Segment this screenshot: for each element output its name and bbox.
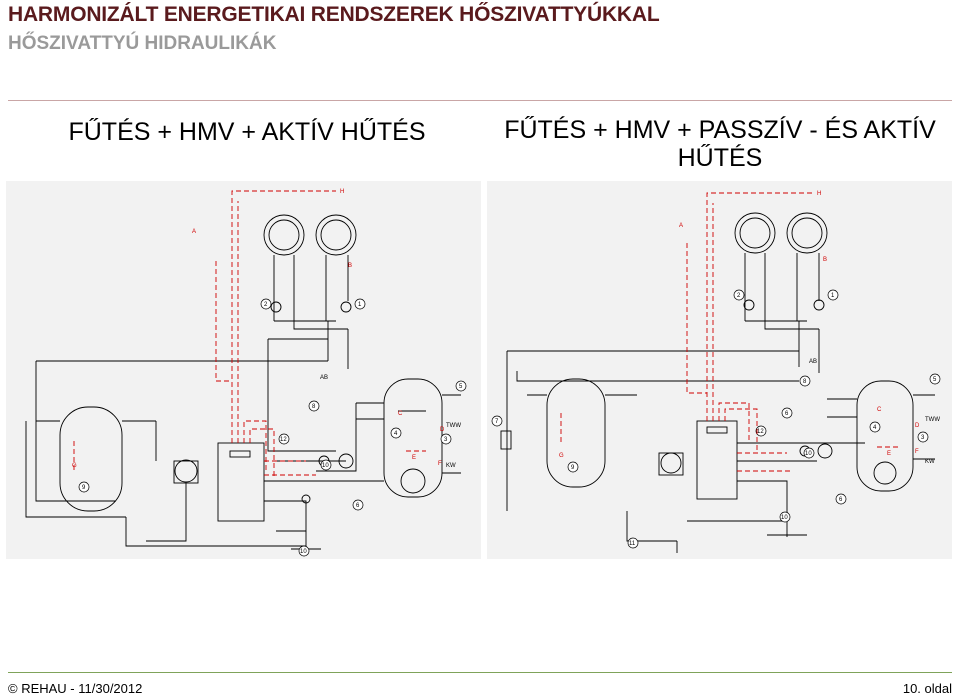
callout-9: 9 — [571, 465, 575, 471]
callout-4: 4 — [873, 425, 877, 431]
left-hydraulic-diagram: 2 1 3 4 5 6 9 8 10 12 10 H A B C D E F G… — [6, 181, 481, 559]
buffer-tank — [59, 406, 123, 512]
callout-5: 5 — [933, 377, 937, 383]
callout-10b: 10 — [781, 515, 788, 521]
callout-2: 2 — [264, 302, 268, 308]
label-E: E — [412, 455, 416, 461]
heat-pump-unit — [696, 420, 738, 500]
label-B: B — [348, 263, 352, 269]
footer-copyright: © REHAU - 11/30/2012 — [8, 681, 143, 696]
callout-11: 11 — [629, 541, 636, 547]
left-diagram-heading: FŰTÉS + HMV + AKTÍV HŰTÉS — [68, 118, 426, 146]
heating-loop-2 — [315, 214, 357, 256]
callout-12: 12 — [757, 429, 764, 435]
right-hydraulic-diagram: 2 1 3 4 5 6 7 9 8 10 12 10 11 6 H A B C … — [487, 181, 952, 559]
heating-loop-1 — [263, 214, 305, 256]
label-A: A — [192, 229, 196, 235]
label-D: D — [440, 427, 445, 433]
buffer-tank — [546, 378, 606, 488]
label-TWW: TWW — [925, 417, 940, 423]
callout-9: 9 — [82, 485, 86, 491]
callout-8: 8 — [312, 404, 316, 410]
dhw-tank — [383, 378, 443, 498]
callout-10b: 10 — [300, 549, 307, 555]
callout-1: 1 — [831, 293, 835, 299]
callout-2: 2 — [737, 293, 741, 299]
callout-10a: 10 — [322, 463, 329, 469]
left-schematic-svg: 2 1 3 4 5 6 9 8 10 12 10 H A B C D E F G… — [25, 189, 467, 557]
label-H: H — [340, 189, 344, 195]
right-diagram-heading: FŰTÉS + HMV + PASSZÍV - ÉS AKTÍV HŰTÉS — [504, 116, 936, 172]
label-AB: AB — [809, 359, 817, 365]
page-title: HARMONIZÁLT ENERGETIKAI RENDSZEREK HŐSZI… — [8, 3, 660, 26]
label-D: D — [915, 423, 920, 429]
callout-5: 5 — [459, 384, 463, 390]
label-G: G — [72, 463, 77, 469]
footer-divider — [8, 672, 952, 673]
dhw-tank — [856, 380, 914, 492]
label-F: F — [438, 461, 442, 467]
callout-4: 4 — [394, 431, 398, 437]
header-divider — [8, 100, 952, 101]
callout-10a: 10 — [805, 451, 812, 457]
callout-6: 6 — [839, 497, 843, 503]
callout-3: 3 — [444, 437, 448, 443]
callout-6b: 6 — [785, 411, 789, 417]
footer-page-number: 10. oldal — [902, 681, 952, 696]
label-H: H — [817, 191, 821, 197]
label-E: E — [887, 451, 891, 457]
label-KW: KW — [925, 459, 935, 465]
callout-8: 8 — [803, 379, 807, 385]
callout-7: 7 — [495, 419, 499, 425]
label-C: C — [877, 407, 882, 413]
label-G: G — [559, 453, 564, 459]
heating-loop-1 — [734, 212, 776, 254]
heat-pump-unit — [217, 442, 265, 522]
right-schematic-svg: 2 1 3 4 5 6 7 9 8 10 12 10 11 6 H A B C … — [491, 191, 941, 553]
label-C: C — [398, 411, 403, 417]
callout-6: 6 — [356, 503, 360, 509]
label-AB: AB — [320, 375, 328, 381]
callout-1: 1 — [358, 302, 362, 308]
label-TWW: TWW — [446, 423, 461, 429]
label-KW: KW — [446, 463, 456, 469]
callout-3: 3 — [921, 435, 925, 441]
callout-12: 12 — [280, 437, 287, 443]
label-F: F — [915, 449, 919, 455]
page-subtitle: HŐSZIVATTYÚ HIDRAULIKÁK — [8, 33, 277, 54]
label-B: B — [823, 257, 827, 263]
heating-loop-2 — [786, 212, 828, 254]
label-A: A — [679, 223, 683, 229]
